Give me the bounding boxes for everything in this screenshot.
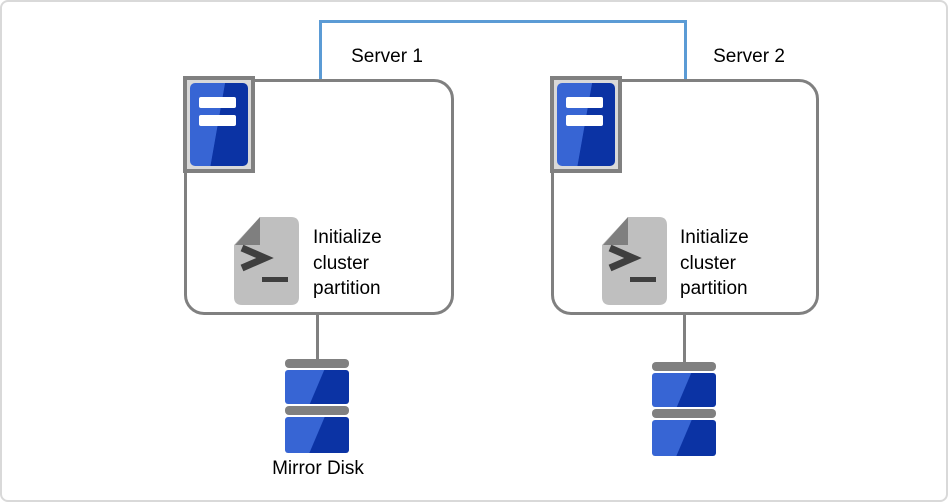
- shell-script-icon: [234, 217, 299, 305]
- script-prompt-underscore: [262, 277, 288, 282]
- disk-platter: [285, 370, 349, 404]
- disk-separator: [652, 409, 716, 418]
- disk-platter: [285, 417, 349, 453]
- server-icon-slot: [566, 97, 603, 108]
- heartbeat-link-left-segment: [319, 20, 322, 80]
- server-icon-slot: [199, 115, 236, 126]
- server-1-disk-connector: [316, 313, 319, 361]
- server-2-disk-connector: [683, 313, 686, 364]
- server-2-script-caption: Initialize cluster partition: [680, 227, 749, 299]
- script-fold-corner: [235, 217, 260, 245]
- server-icon-slot: [566, 115, 603, 126]
- script-prompt-chevron: [608, 244, 642, 272]
- disk-platter: [652, 420, 716, 456]
- server-icon-slot: [199, 97, 236, 108]
- server-icon: [190, 83, 248, 166]
- server-2-label: Server 2: [713, 46, 785, 67]
- server-1-icon-frame: [183, 76, 255, 173]
- mirror-disk-label: Mirror Disk: [272, 458, 364, 479]
- server-1-label: Server 1: [351, 46, 423, 67]
- script-prompt-underscore: [630, 277, 656, 282]
- heartbeat-link-top-segment: [319, 20, 687, 23]
- disk-stack-icon: [285, 359, 349, 368]
- server-1-script-caption: Initialize cluster partition: [313, 227, 382, 299]
- server-2-icon-frame: [550, 76, 622, 173]
- script-prompt-chevron: [240, 244, 274, 272]
- heartbeat-link-right-segment: [684, 20, 687, 80]
- server-icon: [557, 83, 615, 166]
- disk-separator: [285, 406, 349, 415]
- shell-script-icon: [602, 217, 667, 305]
- disk-platter: [652, 373, 716, 407]
- disk-stack-icon: [652, 362, 716, 371]
- script-fold-corner: [603, 217, 628, 245]
